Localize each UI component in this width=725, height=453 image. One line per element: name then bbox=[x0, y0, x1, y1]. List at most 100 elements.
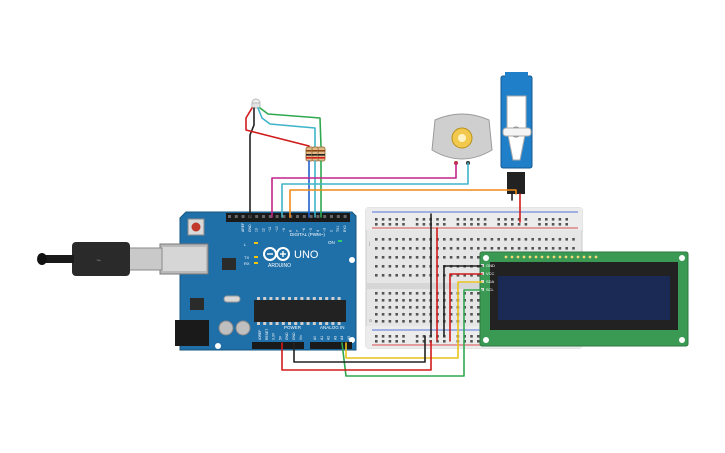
breadboard-hole[interactable] bbox=[422, 299, 426, 302]
rail-hole[interactable] bbox=[443, 218, 446, 221]
breadboard-hole[interactable] bbox=[422, 247, 426, 250]
breadboard-hole[interactable] bbox=[443, 247, 446, 250]
rail-hole[interactable] bbox=[402, 335, 405, 338]
breadboard-hole[interactable] bbox=[381, 299, 385, 302]
breadboard-hole[interactable] bbox=[415, 256, 419, 259]
breadboard-hole[interactable] bbox=[409, 274, 412, 277]
analog-header[interactable] bbox=[310, 342, 352, 349]
breadboard-hole[interactable] bbox=[545, 247, 548, 250]
breadboard-hole[interactable] bbox=[470, 292, 473, 295]
rail-hole[interactable] bbox=[477, 335, 480, 338]
breadboard-hole[interactable] bbox=[422, 306, 426, 309]
header-socket[interactable] bbox=[316, 215, 320, 218]
breadboard-hole[interactable] bbox=[422, 292, 426, 295]
breadboard-hole[interactable] bbox=[381, 306, 385, 309]
rail-hole[interactable] bbox=[415, 223, 419, 226]
header-socket[interactable] bbox=[296, 215, 299, 218]
rail-hole[interactable] bbox=[517, 218, 521, 221]
breadboard-hole[interactable] bbox=[449, 247, 453, 250]
header-socket[interactable] bbox=[241, 215, 245, 218]
breadboard-hole[interactable] bbox=[477, 274, 480, 277]
breadboard-hole[interactable] bbox=[381, 265, 385, 268]
power-jack[interactable] bbox=[175, 320, 209, 346]
rail-hole[interactable] bbox=[381, 335, 385, 338]
breadboard-hole[interactable] bbox=[381, 320, 385, 323]
rail-hole[interactable] bbox=[415, 335, 419, 338]
breadboard-hole[interactable] bbox=[395, 306, 398, 309]
rail-hole[interactable] bbox=[497, 218, 500, 221]
rail-hole[interactable] bbox=[504, 218, 507, 221]
breadboard-hole[interactable] bbox=[565, 247, 568, 250]
breadboard-hole[interactable] bbox=[511, 247, 514, 250]
breadboard-hole[interactable] bbox=[402, 299, 405, 302]
breadboard-hole[interactable] bbox=[470, 247, 473, 250]
breadboard-hole[interactable] bbox=[388, 306, 392, 309]
header-socket[interactable] bbox=[262, 215, 265, 218]
breadboard-hole[interactable] bbox=[402, 313, 405, 316]
rail-hole[interactable] bbox=[483, 223, 487, 226]
breadboard-hole[interactable] bbox=[449, 313, 453, 316]
rail-hole[interactable] bbox=[524, 218, 528, 221]
rail-hole[interactable] bbox=[545, 223, 548, 226]
breadboard-hole[interactable] bbox=[463, 238, 466, 241]
breadboard-hole[interactable] bbox=[558, 238, 562, 241]
breadboard-hole[interactable] bbox=[388, 313, 392, 316]
rail-hole[interactable] bbox=[565, 223, 568, 226]
breadboard-hole[interactable] bbox=[477, 306, 480, 309]
breadboard-hole[interactable] bbox=[470, 256, 473, 259]
rail-hole[interactable] bbox=[538, 218, 541, 221]
header-socket[interactable] bbox=[343, 215, 347, 218]
rail-hole[interactable] bbox=[415, 340, 419, 343]
breadboard-hole[interactable] bbox=[375, 299, 378, 302]
breadboard-hole[interactable] bbox=[477, 313, 480, 316]
rail-hole[interactable] bbox=[422, 223, 426, 226]
rail-hole[interactable] bbox=[381, 223, 385, 226]
rail-hole[interactable] bbox=[456, 218, 460, 221]
breadboard-hole[interactable] bbox=[449, 292, 453, 295]
breadboard-hole[interactable] bbox=[409, 247, 412, 250]
breadboard-hole[interactable] bbox=[422, 313, 426, 316]
breadboard-hole[interactable] bbox=[477, 320, 480, 323]
breadboard-hole[interactable] bbox=[470, 299, 473, 302]
breadboard-hole[interactable] bbox=[449, 256, 453, 259]
rail-hole[interactable] bbox=[470, 340, 473, 343]
header-socket[interactable] bbox=[302, 215, 306, 218]
breadboard-hole[interactable] bbox=[572, 238, 575, 241]
breadboard-hole[interactable] bbox=[388, 292, 392, 295]
breadboard-hole[interactable] bbox=[558, 247, 562, 250]
rail-hole[interactable] bbox=[524, 223, 528, 226]
breadboard-hole[interactable] bbox=[415, 238, 419, 241]
rail-hole[interactable] bbox=[558, 223, 562, 226]
breadboard-hole[interactable] bbox=[381, 247, 385, 250]
rail-hole[interactable] bbox=[443, 340, 446, 343]
rail-hole[interactable] bbox=[388, 340, 392, 343]
breadboard-hole[interactable] bbox=[402, 306, 405, 309]
rail-hole[interactable] bbox=[395, 340, 398, 343]
breadboard-hole[interactable] bbox=[470, 320, 473, 323]
rail-hole[interactable] bbox=[470, 218, 473, 221]
breadboard-hole[interactable] bbox=[477, 292, 480, 295]
breadboard-hole[interactable] bbox=[524, 238, 528, 241]
breadboard-hole[interactable] bbox=[477, 247, 480, 250]
breadboard-hole[interactable] bbox=[422, 238, 426, 241]
breadboard-hole[interactable] bbox=[422, 265, 426, 268]
breadboard-hole[interactable] bbox=[402, 292, 405, 295]
breadboard-hole[interactable] bbox=[504, 247, 507, 250]
breadboard-hole[interactable] bbox=[375, 292, 378, 295]
rail-hole[interactable] bbox=[456, 223, 460, 226]
breadboard-hole[interactable] bbox=[456, 256, 460, 259]
breadboard-hole[interactable] bbox=[415, 320, 419, 323]
breadboard-hole[interactable] bbox=[409, 292, 412, 295]
breadboard-hole[interactable] bbox=[409, 256, 412, 259]
power-header[interactable] bbox=[252, 342, 304, 349]
breadboard-hole[interactable] bbox=[395, 274, 398, 277]
breadboard-hole[interactable] bbox=[402, 265, 405, 268]
rail-hole[interactable] bbox=[558, 218, 562, 221]
breadboard-hole[interactable] bbox=[517, 247, 521, 250]
breadboard-hole[interactable] bbox=[470, 306, 473, 309]
rail-hole[interactable] bbox=[504, 223, 507, 226]
breadboard-hole[interactable] bbox=[422, 320, 426, 323]
breadboard-hole[interactable] bbox=[456, 247, 460, 250]
rail-hole[interactable] bbox=[422, 335, 426, 338]
breadboard-hole[interactable] bbox=[395, 320, 398, 323]
